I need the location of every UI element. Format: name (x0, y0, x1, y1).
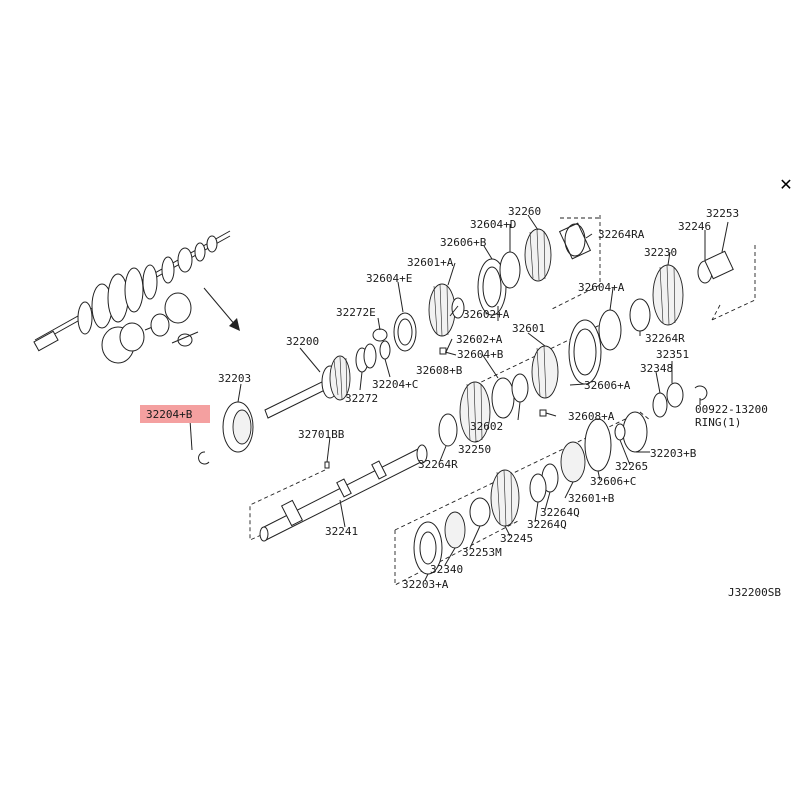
label-32351[interactable]: 32351 (656, 348, 689, 361)
leader-lines (189, 214, 729, 581)
label-32246[interactable]: 32246 (678, 220, 711, 233)
label-32264Q-2[interactable]: 32264Q (527, 518, 567, 531)
label-32204-B[interactable]: 32204+B (146, 408, 193, 421)
label-32204-C[interactable]: 32204+C (372, 378, 418, 391)
label-32253M[interactable]: 32253M (462, 546, 502, 559)
diagram-code: J32200SB (728, 586, 781, 599)
part-labels: 32260 32604+D 32264RA 32606+B 32601+A 32… (146, 205, 768, 591)
gear-parts (198, 222, 734, 575)
label-32264RA[interactable]: 32264RA (598, 228, 645, 241)
label-32203[interactable]: 32203 (218, 372, 251, 385)
label-32245[interactable]: 32245 (500, 532, 533, 545)
label-32340[interactable]: 32340 (430, 563, 463, 576)
label-32200[interactable]: 32200 (286, 335, 319, 348)
label-32601-A[interactable]: 32601+A (407, 256, 454, 269)
assembly-overview-illustration (33, 230, 231, 364)
highlight-box (140, 405, 210, 423)
label-32602[interactable]: 32602 (470, 420, 503, 433)
label-32203-B[interactable]: 32203+B (650, 447, 697, 460)
label-32604-E[interactable]: 32604+E (366, 272, 412, 285)
input-shaft-32200 (264, 355, 351, 419)
label-32253[interactable]: 32253 (706, 207, 739, 220)
label-32203-A[interactable]: 32203+A (402, 578, 449, 591)
label-32250[interactable]: 32250 (458, 443, 491, 456)
label-32348[interactable]: 32348 (640, 362, 673, 375)
label-32260[interactable]: 32260 (508, 205, 541, 218)
label-32604-A[interactable]: 32604+A (578, 281, 625, 294)
label-32604-D[interactable]: 32604+D (470, 218, 516, 231)
label-32264Q-1[interactable]: 32264Q (540, 506, 580, 519)
label-32602-A-1[interactable]: 32602+A (463, 308, 510, 321)
main-shaft-32241 (259, 444, 428, 542)
label-32601[interactable]: 32601 (512, 322, 545, 335)
close-icon[interactable]: ✕ (779, 175, 792, 194)
label-32601-B[interactable]: 32601+B (568, 492, 615, 505)
label-00922-13200[interactable]: 00922-13200 (695, 403, 768, 416)
label-32264R-right[interactable]: 32264R (645, 332, 685, 345)
label-32608-A[interactable]: 32608+A (568, 410, 615, 423)
pin-32701BB (324, 461, 330, 469)
label-32608-B[interactable]: 32608+B (416, 364, 463, 377)
label-32272E[interactable]: 32272E (336, 306, 376, 319)
label-32606-A[interactable]: 32606+A (584, 379, 631, 392)
direction-arrow-icon (203, 287, 240, 331)
label-32602-A-2[interactable]: 32602+A (456, 333, 503, 346)
label-32264R-left[interactable]: 32264R (418, 458, 458, 471)
label-32606-B[interactable]: 32606+B (440, 236, 487, 249)
label-32701BB[interactable]: 32701BB (298, 428, 345, 441)
label-32265[interactable]: 32265 (615, 460, 648, 473)
label-32241[interactable]: 32241 (325, 525, 358, 538)
label-32230[interactable]: 32230 (644, 246, 677, 259)
label-ring-qty: RING(1) (695, 416, 741, 429)
label-32604-B[interactable]: 32604+B (457, 348, 504, 361)
label-32272[interactable]: 32272 (345, 392, 378, 405)
label-32606-C[interactable]: 32606+C (590, 475, 636, 488)
